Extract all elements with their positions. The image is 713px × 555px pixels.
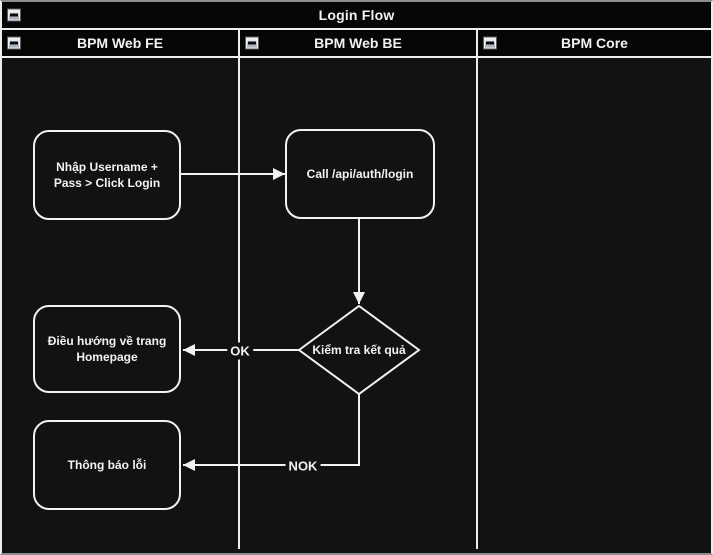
node-call-login-api[interactable]: Call /api/auth/login [285, 129, 435, 219]
edge-label-ok[interactable]: OK [227, 342, 253, 360]
lane-header-bpm-web-be[interactable]: BPM Web BE [238, 30, 476, 56]
minus-icon [486, 41, 494, 45]
node-label: Nhập Username + Pass > Click Login [53, 159, 161, 190]
minus-icon [10, 41, 18, 45]
lane-header-bpm-core[interactable]: BPM Core [476, 30, 711, 56]
edge-nok-decision-to-error[interactable] [183, 394, 360, 471]
lane-header-row: BPM Web FE BPM Web BE BPM Core [2, 30, 711, 58]
minus-icon [248, 41, 256, 45]
node-error-notification[interactable]: Thông báo lỗi [33, 420, 181, 510]
lane-fe-collapse-icon[interactable] [7, 36, 21, 50]
lane-header-label: BPM Web FE [76, 35, 164, 51]
pool-collapse-icon[interactable] [7, 8, 21, 22]
minus-icon [10, 13, 18, 17]
edge-label-nok[interactable]: NOK [285, 457, 321, 475]
lane-header-label: BPM Web BE [314, 35, 402, 51]
pool-title: Login Flow [318, 7, 395, 23]
node-input-credentials[interactable]: Nhập Username + Pass > Click Login [33, 130, 181, 220]
node-label: Điều hướng về trang Homepage [47, 333, 167, 364]
pool-title-bar[interactable]: Login Flow [2, 2, 711, 30]
lane-body-bpm-core [476, 58, 711, 549]
lane-header-bpm-web-fe[interactable]: BPM Web FE [2, 30, 238, 56]
lane-core-collapse-icon[interactable] [483, 36, 497, 50]
node-label: Thông báo lỗi [67, 457, 147, 472]
node-label: Call /api/auth/login [306, 166, 414, 181]
diamond-shape [297, 304, 421, 396]
lane-be-collapse-icon[interactable] [245, 36, 259, 50]
node-label: Kiểm tra kết quả [312, 343, 406, 357]
node-check-result-decision[interactable]: Kiểm tra kết quả [296, 303, 422, 397]
node-navigate-homepage[interactable]: Điều hướng về trang Homepage [33, 305, 181, 393]
lane-header-label: BPM Core [561, 35, 628, 51]
